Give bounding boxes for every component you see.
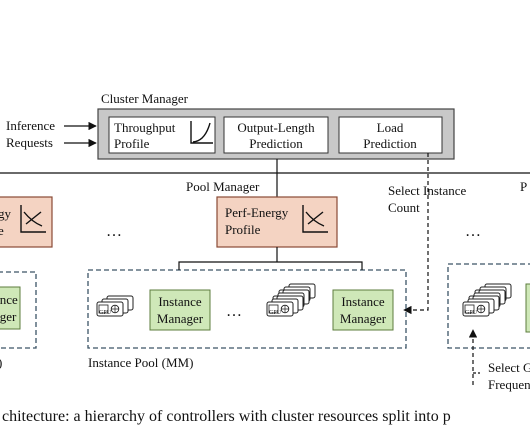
left-instance-manager-box: ance ager <box>0 286 21 330</box>
output-length-line2: Prediction <box>249 136 303 151</box>
select-instance-line2: Count <box>388 200 420 215</box>
right-instance-manager-box <box>525 283 530 333</box>
instance-pool-label: Instance Pool (MM) <box>88 355 193 370</box>
figure-caption: chitecture: a hierarchy of controllers w… <box>2 408 451 425</box>
pool-manager-title: Pool Manager <box>186 179 260 194</box>
select-gpu-line1: Select G <box>488 360 530 375</box>
ellipsis-right: … <box>465 223 481 240</box>
left-instance-line1: ance <box>0 292 18 307</box>
cluster-manager-title: Cluster Manager <box>101 91 189 106</box>
perf-energy-line1: Perf-Energy <box>225 205 289 220</box>
instance-manager-2-line1: Instance <box>341 294 385 309</box>
right-instance-pool <box>447 263 530 349</box>
output-length-prediction-box: Output-Length Prediction <box>223 116 329 154</box>
left-instance-pool <box>0 271 37 349</box>
gpu-server-group-1: GPU <box>96 295 134 317</box>
ellipsis-left: … <box>106 223 122 240</box>
instance-manager-box-2: Instance Manager <box>332 289 394 331</box>
left-profile-line1: gy <box>0 206 12 221</box>
gpu-icon-label: GPU <box>465 310 478 316</box>
gpu-server-group-3: GPU <box>462 283 512 317</box>
instance-manager-branch-line <box>178 261 363 270</box>
pool-manager-title-right-partial: P <box>520 179 527 194</box>
perf-energy-line2: Profile <box>225 222 261 237</box>
gpu-icon-label: GPU <box>269 310 282 316</box>
instance-manager-box-1: Instance Manager <box>149 289 211 331</box>
instance-pool-mm <box>87 269 407 349</box>
left-instance-line2: ager <box>0 309 17 324</box>
throughput-line2: Profile <box>114 136 150 151</box>
gpu-icon-label: GPU <box>99 310 112 316</box>
inference-label-line2: Requests <box>6 135 53 150</box>
ellipsis-pool: … <box>226 303 242 320</box>
throughput-line1: Throughput <box>114 120 176 135</box>
instance-manager-1-line2: Manager <box>157 311 204 326</box>
inference-label-line1: Inference <box>6 118 55 133</box>
load-prediction-box: Load Prediction <box>338 116 443 154</box>
instance-manager-2-line2: Manager <box>340 311 387 326</box>
left-perf-energy-profile-box: gy e <box>0 196 53 248</box>
left-profile-line2: e <box>0 223 4 238</box>
select-gpu-line2: Frequen <box>488 377 530 392</box>
instance-manager-1-line1: Instance <box>158 294 202 309</box>
curve-chart-icon <box>190 121 213 144</box>
load-line2: Prediction <box>363 136 417 151</box>
perf-energy-profile-box: Perf-Energy Profile <box>216 196 338 248</box>
throughput-profile-box: Throughput Profile <box>108 116 216 154</box>
left-pool-label: ) <box>0 355 2 370</box>
gpu-server-group-2: GPU <box>266 283 316 317</box>
output-length-line1: Output-Length <box>237 120 315 135</box>
perf-energy-chart-icon <box>302 205 328 233</box>
perf-energy-chart-icon <box>20 205 46 233</box>
select-instance-arrow <box>403 153 429 315</box>
load-line1: Load <box>377 120 404 135</box>
select-instance-line1: Select Instance <box>388 183 467 198</box>
